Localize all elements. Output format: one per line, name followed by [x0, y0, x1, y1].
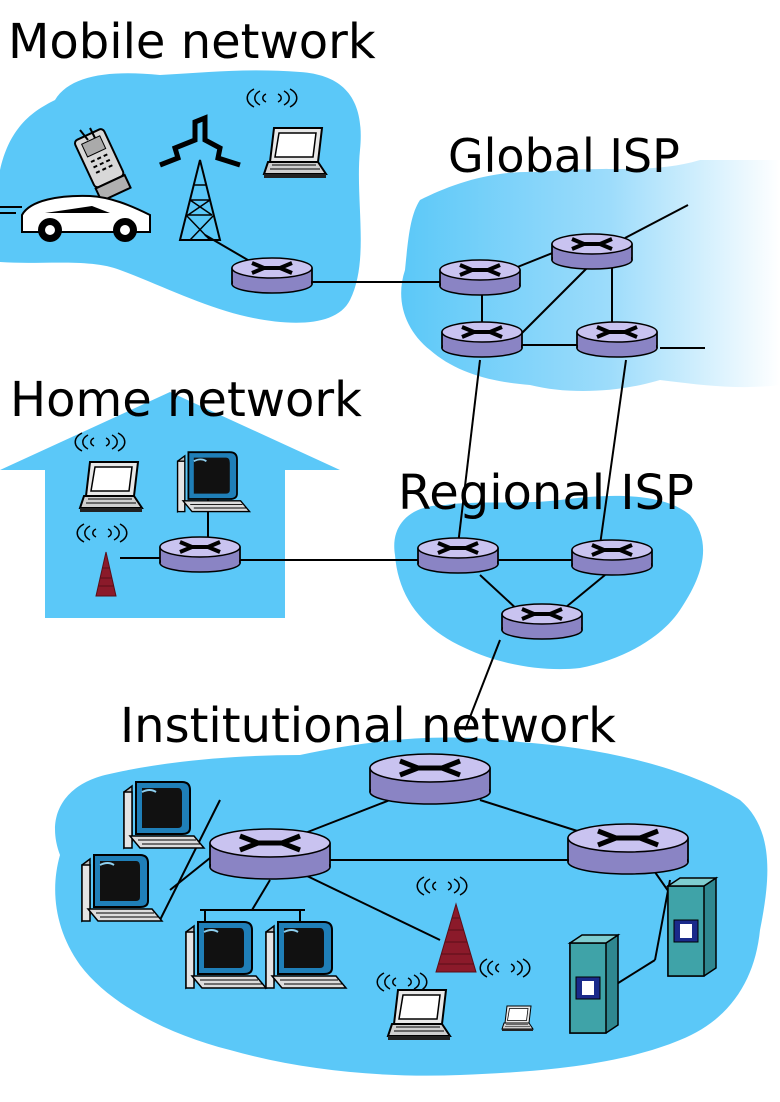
router-icon: [440, 320, 524, 359]
laptop-icon: [501, 1005, 534, 1032]
regional-isp-label: Regional ISP: [398, 465, 694, 521]
router-icon: [568, 824, 688, 874]
router-icon: [416, 536, 500, 575]
laptop-icon: [79, 461, 143, 513]
laptop-icon: [387, 989, 451, 1041]
router-icon: [550, 232, 634, 271]
regional-isp-cloud: [394, 495, 704, 670]
router-icon: [570, 538, 654, 577]
phone-icon: [73, 128, 132, 203]
server-icon: [667, 877, 717, 977]
car-icon: [0, 194, 151, 242]
router-icon: [230, 256, 314, 295]
router-icon: [210, 829, 330, 879]
home-network-label: Home network: [10, 372, 362, 428]
global-isp-label: Global ISP: [448, 129, 680, 183]
server-icon: [569, 934, 619, 1034]
router-icon: [158, 535, 242, 574]
phone-signal-icon: [79, 127, 96, 141]
cell-tower-icon: [159, 114, 241, 241]
router-icon: [500, 602, 584, 641]
institutional-network-label: Institutional network: [120, 698, 616, 754]
home-network-house: [0, 392, 340, 618]
router-icon: [370, 754, 490, 804]
router-icon: [438, 258, 522, 297]
laptop-icon: [263, 127, 327, 179]
router-icon: [575, 320, 659, 359]
mobile-network-label: Mobile network: [8, 14, 376, 70]
